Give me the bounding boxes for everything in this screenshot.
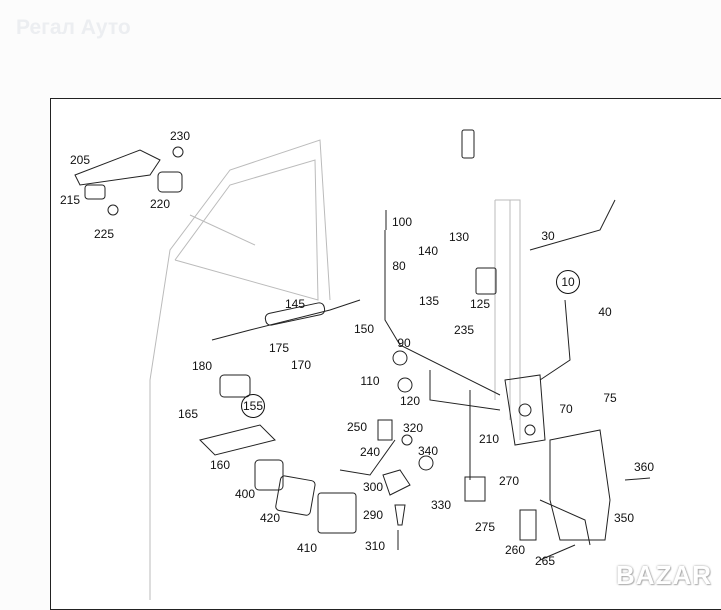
callout-360: 360: [633, 460, 655, 474]
callout-160: 160: [209, 458, 231, 472]
callout-125: 125: [469, 297, 491, 311]
callout-180: 180: [191, 359, 213, 373]
callout-275: 275: [474, 520, 496, 534]
callout-205: 205: [69, 153, 91, 167]
callout-420: 420: [259, 511, 281, 525]
callout-340: 340: [417, 444, 439, 458]
callout-155: 155: [241, 394, 265, 418]
callout-225: 225: [93, 227, 115, 241]
interior-handle-parts: [199, 129, 651, 561]
callout-330: 330: [430, 498, 452, 512]
callout-235: 235: [453, 323, 475, 337]
callout-250: 250: [346, 420, 368, 434]
callout-75: 75: [603, 391, 617, 405]
callout-320: 320: [402, 421, 424, 435]
callout-175: 175: [268, 341, 290, 355]
callout-120: 120: [399, 394, 421, 408]
bazar-logo: BAZAR: [616, 560, 712, 590]
callout-110: 110: [360, 374, 380, 388]
callout-135: 135: [418, 294, 440, 308]
callout-70: 70: [559, 402, 573, 416]
callout-140: 140: [417, 244, 439, 258]
door-outline: [149, 139, 521, 600]
rods-and-cables: [211, 199, 616, 480]
callout-220: 220: [149, 197, 171, 211]
callout-230: 230: [169, 129, 191, 143]
callout-40: 40: [598, 305, 612, 319]
callout-240: 240: [359, 445, 381, 459]
callout-350: 350: [613, 511, 635, 525]
callout-145: 145: [284, 297, 306, 311]
callout-265: 265: [534, 554, 556, 568]
callout-90: 90: [397, 336, 411, 350]
callout-80: 80: [392, 259, 406, 273]
outer-handle: [74, 146, 184, 216]
callout-30: 30: [541, 229, 555, 243]
callout-150: 150: [353, 322, 375, 336]
callout-270: 270: [498, 474, 520, 488]
watermark: Регал Ауто: [16, 16, 131, 39]
lock-mechanism: [504, 374, 611, 546]
callout-170: 170: [290, 358, 312, 372]
callout-165: 165: [177, 407, 199, 421]
callout-215: 215: [59, 193, 81, 207]
callout-300: 300: [362, 480, 384, 494]
callout-310: 310: [364, 539, 386, 553]
callout-400: 400: [234, 487, 256, 501]
callout-130: 130: [448, 230, 470, 244]
callout-410: 410: [296, 541, 318, 555]
callout-100: 100: [391, 215, 413, 229]
callout-290: 290: [362, 508, 384, 522]
callout-260: 260: [504, 543, 526, 557]
callout-10: 10: [556, 270, 580, 294]
callout-210: 210: [478, 432, 500, 446]
